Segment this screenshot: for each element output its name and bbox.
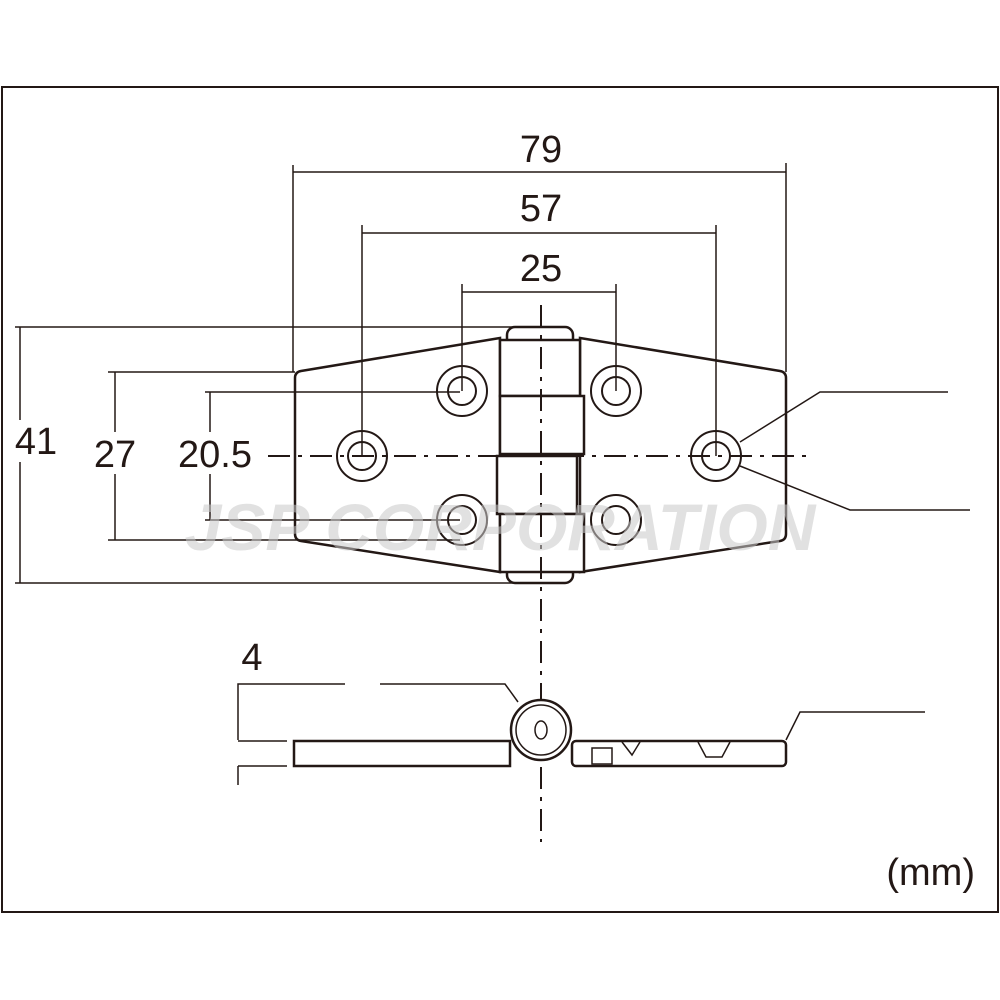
- dim-25: 25: [461, 248, 617, 391]
- dim-20-5: 20.5: [168, 391, 460, 521]
- units-label: (mm): [886, 852, 975, 894]
- dim-label-57: 57: [520, 188, 562, 230]
- dim-label-41: 41: [15, 421, 57, 463]
- dim-label-25: 25: [520, 248, 562, 290]
- dim-label-27: 27: [94, 434, 136, 476]
- dim-label-20-5: 20.5: [178, 434, 252, 476]
- hinge-side-view: [292, 698, 788, 768]
- leader-line-upper: [739, 391, 948, 443]
- leader-line-side: [785, 711, 925, 741]
- watermark: JSP CORPORATION: [185, 490, 817, 564]
- dim-41: 41: [8, 326, 540, 584]
- drawing-frame: [1, 86, 999, 913]
- leader-line-lower: [739, 465, 970, 511]
- dim-label-79: 79: [520, 129, 562, 171]
- dim-79: 79: [292, 129, 787, 372]
- dim-label-4: 4: [241, 637, 262, 679]
- dim-27: 27: [84, 371, 460, 541]
- dim-4: 4: [237, 637, 519, 785]
- dim-57: 57: [361, 188, 717, 456]
